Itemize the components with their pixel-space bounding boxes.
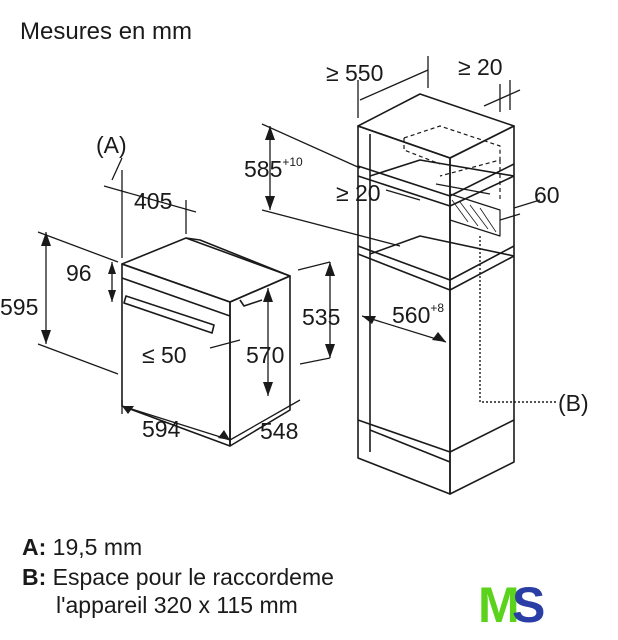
dim-570: 570	[246, 342, 285, 368]
logo-s: S	[512, 578, 545, 628]
diagram-title: Mesures en mm	[20, 18, 193, 45]
dim-20-mid: ≥ 20	[336, 180, 381, 206]
dim-585-tolerance: +10	[282, 155, 303, 169]
dim-50: ≤ 50	[142, 342, 187, 368]
dim-20-top: ≥ 20	[458, 54, 503, 80]
label-B: (B)	[558, 390, 589, 416]
dim-405: 405	[134, 188, 173, 214]
b-connector	[479, 236, 556, 403]
label-A: (A)	[96, 132, 127, 158]
legend-a-text: 19,5 mm	[52, 534, 143, 560]
dim-96: 96	[66, 260, 92, 286]
dim-560-tolerance: +8	[430, 301, 445, 315]
dim-585: 585+10	[244, 155, 303, 182]
dim-535: 535	[302, 304, 341, 330]
dim-585-value: 585	[244, 156, 283, 182]
legend-b-text: Espace pour le raccordeme	[52, 564, 334, 590]
oven-dimensions	[37, 157, 331, 446]
legend-a: A: 19,5 mm	[22, 536, 142, 559]
dim-550: ≥ 550	[326, 60, 384, 86]
cabinet-hidden-lines	[403, 125, 501, 200]
dim-595: 595	[0, 294, 39, 320]
legend-b-key: B:	[22, 564, 47, 590]
dim-560: 560+8	[392, 301, 445, 328]
hatched-zone	[449, 193, 501, 237]
dim-548: 548	[260, 418, 299, 444]
dim-594: 594	[142, 416, 181, 442]
dim-60: 60	[534, 182, 560, 208]
oven-outline	[121, 237, 291, 447]
legend-b: B: Espace pour le raccordeme	[22, 566, 334, 589]
legend-b-line2: l'appareil 320 x 115 mm	[56, 592, 298, 618]
cabinet-outline	[357, 93, 515, 495]
ms-logo: M S	[478, 578, 545, 628]
cabinet-dimensions	[261, 56, 541, 343]
arrowheads	[41, 126, 446, 440]
logo-m: M	[478, 578, 520, 628]
dim-560-value: 560	[392, 302, 431, 328]
legend-a-key: A:	[22, 534, 47, 560]
